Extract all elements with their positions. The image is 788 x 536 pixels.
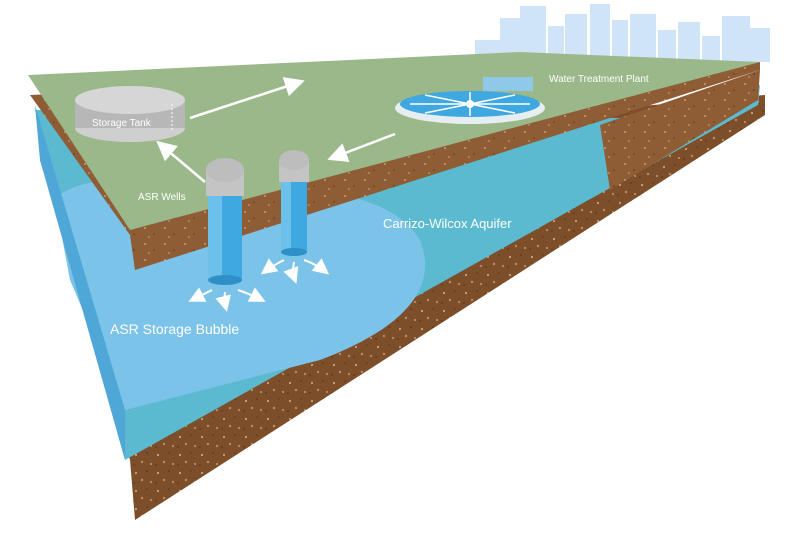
storage-bubble-label: ASR Storage Bubble [110, 321, 239, 337]
asr-well-left [206, 158, 244, 285]
flow-arrows-surface [156, 77, 396, 183]
aquifer-left-face [35, 105, 125, 460]
water-treatment-plant-label: Water Treatment Plant [549, 74, 649, 85]
water-treatment-plant [395, 77, 545, 124]
topsoil-right [600, 70, 760, 190]
storage-tank-label: Storage Tank [92, 118, 152, 129]
injection-arrows [188, 258, 330, 312]
asr-wells-label: ASR Wells [138, 192, 186, 203]
storage-tank [75, 86, 185, 142]
aquifer-label: Carrizo-Wilcox Aquifer [383, 216, 512, 231]
plant-to-wells-arrow [327, 132, 396, 163]
tank-to-distribution-arrow [189, 77, 305, 120]
wells-to-tank-arrow [156, 140, 206, 183]
asr-well-right [279, 150, 309, 256]
